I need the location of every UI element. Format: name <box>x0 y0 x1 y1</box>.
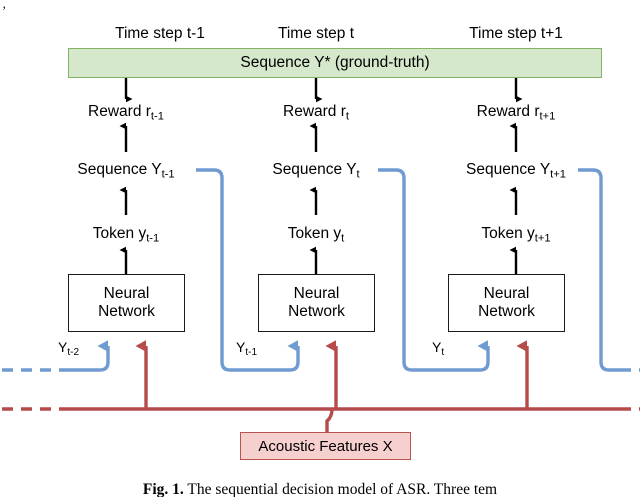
feedback-word-col3: Y <box>432 339 442 355</box>
time-step-label-current: Time step t <box>277 25 355 42</box>
acoustic-feature-bus <box>2 407 640 432</box>
feedback-word-col2: Y <box>236 339 246 355</box>
sequence-word-col3: Sequence Y <box>465 161 551 178</box>
reward-label-col3: Reward rt+1 <box>477 104 556 123</box>
arrows-groundtruth-to-reward <box>124 78 523 103</box>
feedback-label-col3: Yt <box>432 340 444 358</box>
token-sub-col2: t <box>341 232 345 245</box>
arrows-sequence-to-reward <box>119 122 518 152</box>
token-sub-col3: t+1 <box>534 232 551 245</box>
neural-network-line1-col2: Neural <box>293 285 340 303</box>
reward-word-col1: Reward r <box>88 103 151 120</box>
reward-label-col2: Reward rt <box>283 104 349 123</box>
sequence-sub-col1: t-1 <box>161 168 175 181</box>
caption-prefix: Fig. 1. <box>142 481 184 497</box>
time-step-label-prev: Time step t-1 <box>115 25 205 42</box>
sequence-label-col2: Sequence Yt <box>272 162 359 181</box>
feedback-sub-col2: t-1 <box>245 347 258 359</box>
neural-network-line1-col1: Neural <box>103 285 150 303</box>
time-step-label-next: Time step t+1 <box>469 25 563 42</box>
stray-quote-mark: ’ <box>2 3 7 18</box>
neural-network-line2-col2: Network <box>288 303 345 320</box>
recurrent-path-col2 <box>378 168 480 372</box>
sequence-label-col1: Sequence Yt-1 <box>77 162 174 181</box>
reward-label-col1: Reward rt-1 <box>88 104 164 123</box>
recurrent-path-col3 <box>578 168 620 372</box>
token-word-col1: Token y <box>92 225 147 242</box>
reward-sub-col2: t <box>345 110 349 123</box>
token-word-col3: Token y <box>481 225 535 242</box>
neural-network-line1-col3: Neural <box>483 285 530 303</box>
reward-sub-col1: t-1 <box>150 110 164 123</box>
acoustic-box-connector <box>325 408 334 432</box>
reward-word-col2: Reward r <box>283 103 346 120</box>
feedback-word-col1: Y <box>58 339 68 355</box>
recurrent-path-col1 <box>196 168 290 372</box>
reward-sub-col3: t+1 <box>539 110 556 123</box>
sequence-sub-col2: t <box>356 168 360 181</box>
neural-network-line2-col1: Network <box>98 303 155 320</box>
recurrent-feedback-paths <box>2 168 640 372</box>
figure-caption: Fig. 1. The sequential decision model of… <box>0 481 640 497</box>
feedback-sub-col3: t <box>441 347 445 359</box>
sequence-word-col2: Sequence Y <box>272 161 357 178</box>
token-label-col3: Token yt+1 <box>481 226 550 245</box>
feedback-label-col2: Yt-1 <box>236 340 257 358</box>
arrows-token-to-sequence <box>119 186 518 215</box>
neural-network-box-col2: Neural Network <box>258 274 375 332</box>
token-label-col2: Token yt <box>288 226 345 245</box>
acoustic-features-box: Acoustic Features X <box>240 432 411 460</box>
sequence-label-col3: Sequence Yt+1 <box>466 162 566 181</box>
sequence-sub-col3: t+1 <box>550 168 567 181</box>
reward-word-col3: Reward r <box>476 103 540 120</box>
sequence-word-col1: Sequence Y <box>77 161 162 178</box>
feedback-sub-col1: t-2 <box>67 347 80 359</box>
neural-network-box-col3: Neural Network <box>448 274 565 332</box>
neural-network-line2-col3: Network <box>478 303 535 320</box>
token-sub-col1: t-1 <box>146 232 160 245</box>
acoustic-features-label: Acoustic Features X <box>258 437 393 455</box>
feedback-label-col1: Yt-2 <box>58 340 79 358</box>
ground-truth-label: Sequence Y* (ground-truth) <box>240 54 430 71</box>
ground-truth-sequence-box: Sequence Y* (ground-truth) <box>68 48 602 78</box>
acoustic-arrows-into-networks <box>135 340 529 409</box>
token-label-col1: Token yt-1 <box>93 226 159 245</box>
caption-text: The sequential decision model of ASR. Th… <box>187 481 498 497</box>
neural-network-box-col1: Neural Network <box>68 274 185 332</box>
token-word-col2: Token y <box>287 225 342 242</box>
arrows-network-to-token <box>119 246 518 274</box>
recurrent-arrows-into-networks <box>97 340 490 372</box>
